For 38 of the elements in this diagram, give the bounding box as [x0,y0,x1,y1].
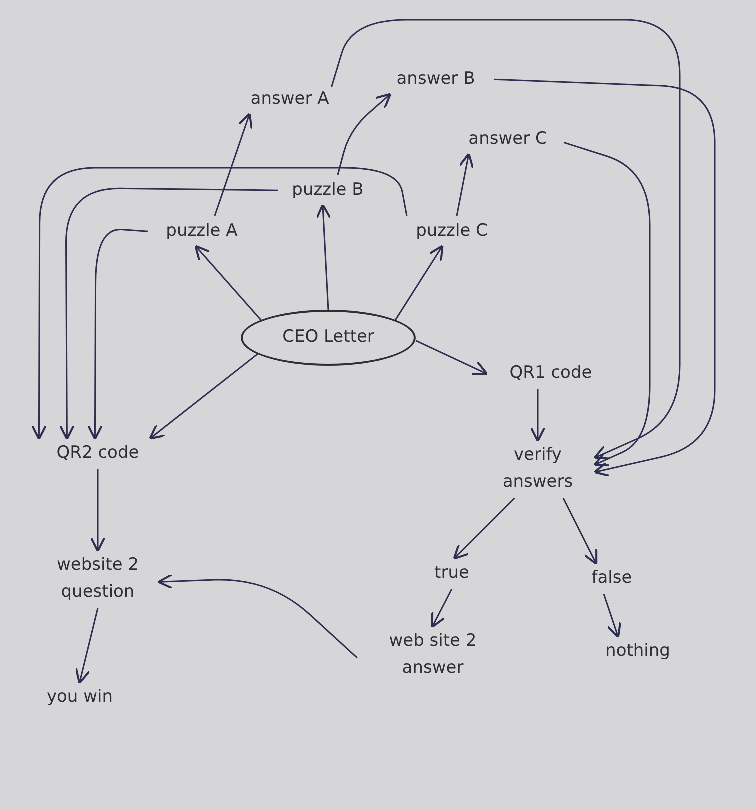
arrow [603,594,622,638]
node-label: web site 2 answer [370,626,496,684]
arrow [394,245,444,322]
arrow [564,142,651,467]
arrow [158,574,358,659]
node-label: answer A [232,84,348,116]
node-label: you win [40,682,120,714]
arrow [59,188,278,440]
arrow [214,112,253,216]
arrow [31,167,408,440]
arrow [331,19,681,460]
node-label: QR1 code [486,358,616,390]
arrow [337,93,392,176]
node-label: puzzle A [148,216,256,248]
node-label: nothing [588,636,688,668]
arrow [494,78,716,477]
arrow [456,152,474,216]
node-label: answer B [378,64,494,96]
node-label: website 2 question [36,550,160,608]
node-label: verify answers [480,440,596,498]
node-label: QR2 code [28,438,168,470]
node-label: false [572,563,652,594]
arrow [316,204,332,310]
arrow [75,608,99,684]
arrow [90,469,106,552]
node-label: puzzle B [278,175,378,206]
arrow [194,245,263,322]
arrow [453,498,516,560]
arrow [562,498,598,566]
arrow [416,340,488,376]
arrow [431,588,453,628]
arrow [530,389,546,442]
oval-node: CEO Letter [241,310,416,366]
arrow [149,353,259,440]
node-label: answer C [452,124,564,156]
node-label: true [420,558,484,590]
node-label: puzzle C [402,216,502,248]
arrow [87,229,148,440]
